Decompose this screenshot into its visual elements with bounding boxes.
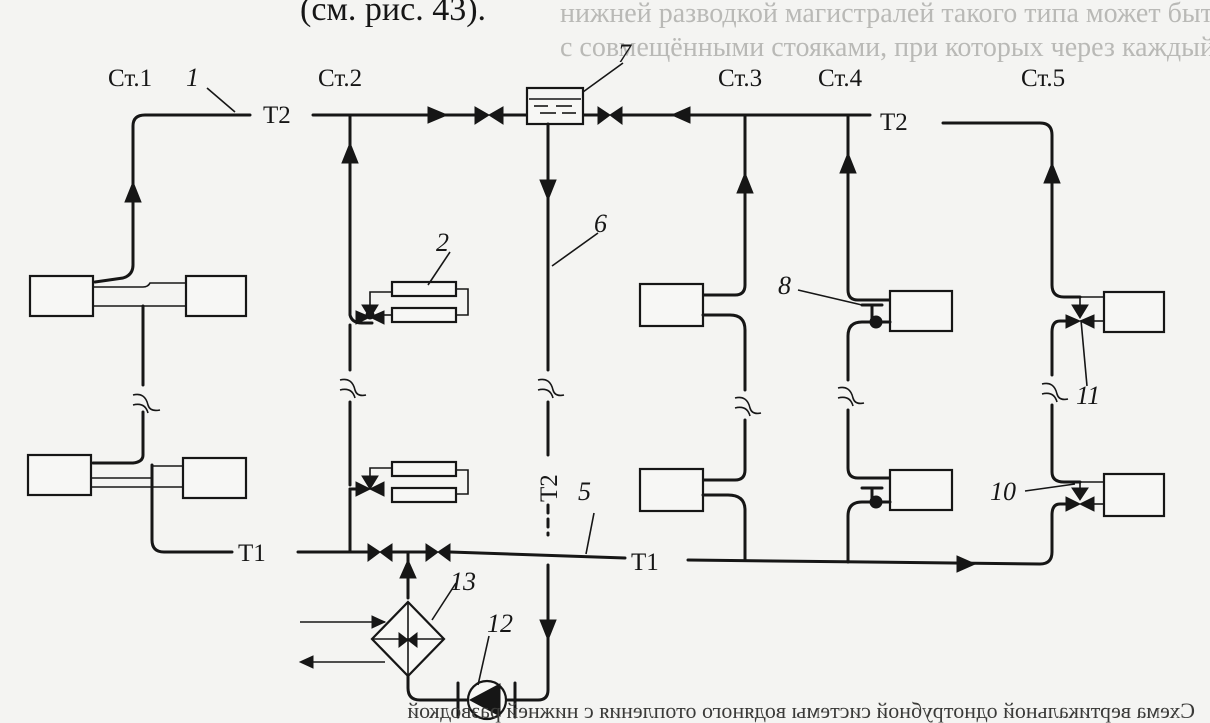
stack-4	[837, 113, 954, 564]
callout-5: 5	[578, 477, 591, 506]
convector-st2-top-upper	[390, 280, 458, 298]
ghost-text-line-2: с совмещёнными стояками, при которых чер…	[560, 32, 1210, 63]
pipe-label-t2-left: Т2	[263, 102, 291, 129]
callout-11: 11	[1076, 381, 1100, 410]
stack-label-1: Ст.1	[108, 65, 152, 92]
header-fragment: (см. рис. 43).	[300, 0, 486, 28]
radiator-st1-top-left	[28, 274, 95, 318]
stack-label-2: Ст.2	[318, 65, 362, 92]
stack-5	[1041, 161, 1166, 522]
valve-st4-bottom	[860, 486, 884, 509]
radiator-st1-top-right	[184, 274, 248, 318]
callout-8: 8	[778, 271, 791, 300]
valve-top-left	[474, 106, 504, 125]
callout-6: 6	[594, 209, 607, 238]
heat-exchanger	[298, 550, 460, 702]
valve-bottom-left	[367, 543, 393, 562]
radiator-st1-bottom-left	[26, 453, 93, 497]
valve-top-right	[597, 106, 623, 125]
stack-3	[638, 113, 762, 562]
stack-1	[26, 180, 248, 500]
stack-label-3: Ст.3	[718, 65, 762, 92]
pipe-label-t2-vertical: Т2	[536, 474, 563, 502]
ghost-text-line-1: нижней разводкой магистралей такого типа…	[560, 0, 1210, 29]
radiator-st5-bottom	[1102, 472, 1166, 518]
expansion-tank	[525, 86, 585, 126]
radiator-st4-top	[888, 289, 954, 333]
callout-12: 12	[487, 609, 513, 638]
leader-lines	[206, 62, 1088, 686]
radiator-st1-bottom-right	[181, 456, 248, 500]
callout-10: 10	[990, 477, 1016, 506]
radiator-st4-bottom	[888, 468, 954, 512]
pipe-label-t2-right: Т2	[880, 109, 908, 136]
pipe-label-t1-left: Т1	[238, 540, 266, 567]
expansion-line	[513, 122, 565, 702]
convector-st2-bottom-upper	[390, 460, 458, 478]
callout-13: 13	[450, 567, 476, 596]
callout-7: 7	[618, 39, 632, 68]
pipe-label-t1-right: Т1	[631, 549, 659, 576]
convector-st2-top-lower	[390, 306, 458, 324]
callout-1: 1	[186, 63, 199, 92]
circulation-pump	[456, 679, 517, 721]
three-way-valve-10	[1071, 487, 1089, 501]
radiator-st5-top	[1102, 290, 1166, 334]
valve-bottom-right	[425, 543, 451, 562]
three-way-valve-11	[1071, 304, 1089, 319]
stack-label-5: Ст.5	[1021, 65, 1065, 92]
caption-mirrored: Схема вертикальной однотрубной системы в…	[407, 698, 1195, 723]
valve-8	[860, 303, 884, 329]
callout-2: 2	[436, 228, 449, 257]
radiator-st3-bottom	[638, 467, 705, 513]
convector-st2-bottom-lower	[390, 486, 458, 504]
stack-2	[339, 113, 469, 554]
stack-label-4: Ст.4	[818, 65, 863, 92]
radiator-st3-top	[638, 282, 705, 328]
